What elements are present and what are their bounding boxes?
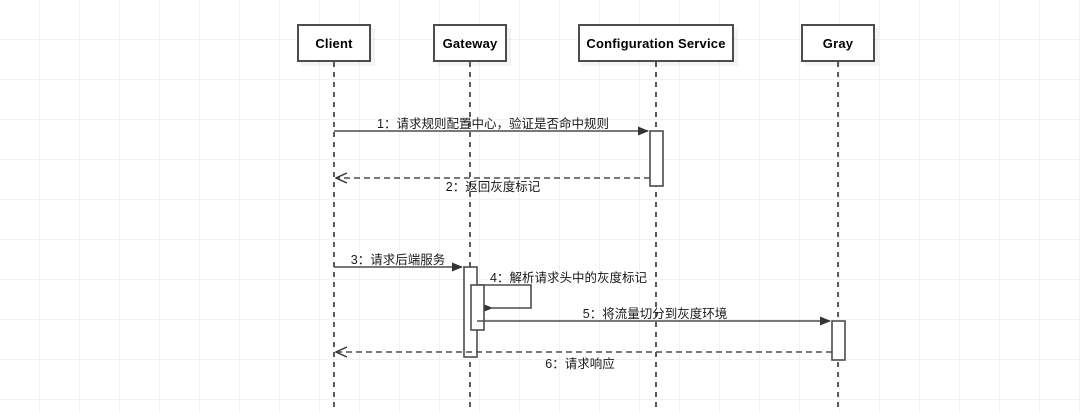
participant-box-gray[interactable]: Gray xyxy=(801,24,875,62)
message-label-2: 2：返回灰度标记 xyxy=(445,180,541,194)
participant-label-gateway: Gateway xyxy=(442,35,498,51)
activation-bar-gray xyxy=(831,320,846,361)
activation-bar-configuration-service xyxy=(649,130,664,187)
participant-box-configuration-service[interactable]: Configuration Service xyxy=(578,24,734,62)
participant-label-gray: Gray xyxy=(822,35,854,51)
activation-bar-gateway-nested xyxy=(470,284,485,331)
message-label-1: 1：请求规则配置中心，验证是否命中规则 xyxy=(377,117,609,131)
participant-box-client[interactable]: Client xyxy=(297,24,371,62)
message-label-4: 4：解析请求头中的灰度标记 xyxy=(490,271,647,285)
participant-label-client: Client xyxy=(315,35,353,51)
participant-box-gateway[interactable]: Gateway xyxy=(433,24,507,62)
message-label-3: 3：请求后端服务 xyxy=(350,253,446,267)
message-arrow-4-self xyxy=(477,284,532,313)
message-label-5: 5：将流量切分到灰度环境 xyxy=(582,307,728,321)
message-label-6: 6：请求响应 xyxy=(545,357,615,371)
participant-label-configuration-service: Configuration Service xyxy=(586,35,726,51)
